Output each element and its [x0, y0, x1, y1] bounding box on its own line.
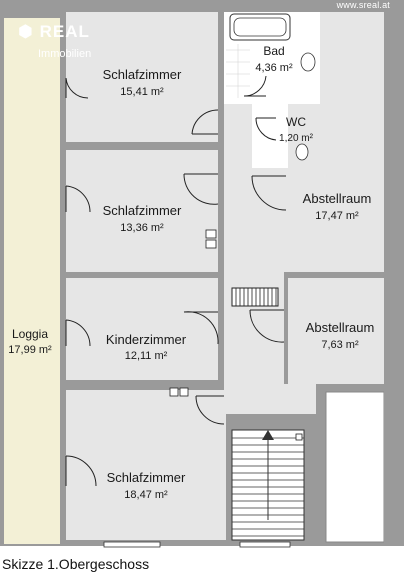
bath-tiles	[226, 44, 250, 98]
room-kinderzimmer	[66, 278, 218, 380]
room-abstellraum-1	[288, 104, 384, 272]
brand-mark-icon: ⬢	[18, 22, 40, 41]
room-label: Loggia	[12, 327, 48, 341]
room-label: Schlafzimmer	[103, 67, 182, 82]
shaft-2	[205, 239, 217, 249]
wc-toilet-icon	[295, 143, 309, 161]
small-stair-treads	[235, 288, 277, 306]
website-url: www.sreal.at	[336, 0, 390, 10]
room-label: WC	[286, 115, 306, 129]
small-stair	[231, 287, 279, 307]
toilet-icon	[300, 52, 316, 72]
room-schlafzimmer-1	[66, 12, 218, 142]
room-schlafzimmer-2	[66, 150, 218, 272]
bathtub-inner	[233, 17, 287, 37]
room-abstellraum-2	[288, 278, 384, 384]
plan-caption: Skizze 1.Obergeschoss	[2, 556, 150, 572]
room-label: Abstellraum	[306, 320, 375, 335]
room-area: 15,41 m²	[120, 86, 164, 98]
shaft-1	[205, 229, 217, 239]
room-label: Schlafzimmer	[107, 470, 186, 485]
room-area: 18,47 m²	[124, 489, 168, 501]
shaft-3	[169, 387, 179, 397]
room-label: Schlafzimmer	[103, 203, 182, 218]
room-area: 17,99 m²	[8, 344, 52, 356]
room-area: 17,47 m²	[315, 210, 359, 222]
room-label: Kinderzimmer	[106, 332, 187, 347]
room-label: Abstellraum	[303, 191, 372, 206]
light-shaft	[325, 391, 385, 543]
room-area: 12,11 m²	[125, 350, 168, 362]
room-abstellraum-1-ext	[252, 168, 288, 272]
landing	[226, 384, 316, 414]
brand-subtitle: Immobilien	[38, 48, 92, 60]
room-schlafzimmer-3	[66, 390, 226, 540]
room-area: 4,36 m²	[255, 62, 293, 74]
room-area: 1,20 m²	[279, 133, 314, 144]
room-area: 13,36 m²	[120, 222, 164, 234]
brand-logo: ⬢ REAL	[18, 22, 90, 42]
window-2	[239, 541, 291, 548]
room-bad-right	[320, 12, 384, 104]
door-swings	[65, 75, 287, 487]
stair-arrow-icon	[262, 430, 274, 440]
brand-name: REAL	[39, 22, 90, 41]
room-label: Bad	[263, 44, 284, 58]
shaft-5	[295, 433, 303, 441]
shaft-4	[179, 387, 189, 397]
room-area: 7,63 m²	[321, 339, 359, 351]
loggia-floor	[4, 18, 60, 544]
exterior-right	[384, 18, 402, 544]
window-1	[103, 541, 161, 548]
